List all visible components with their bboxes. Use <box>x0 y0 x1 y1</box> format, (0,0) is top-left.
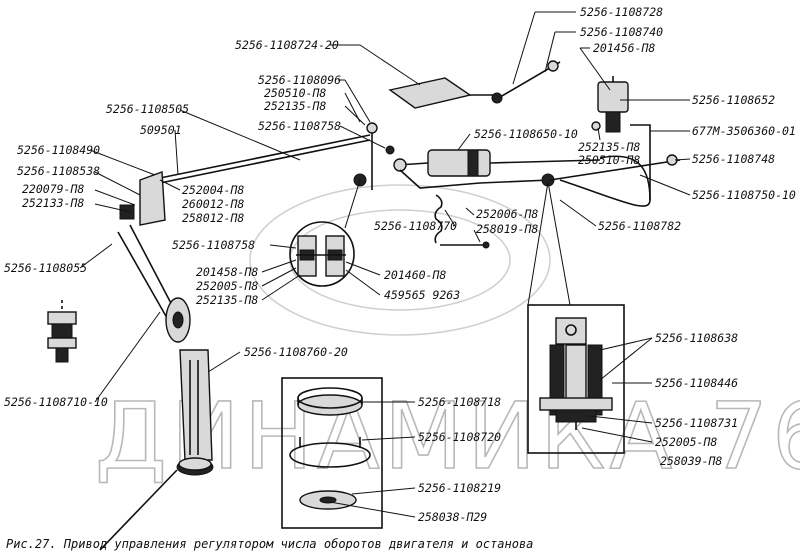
label-201460: 201460-П8 <box>384 268 446 282</box>
lower-lever <box>399 154 681 189</box>
label-5256-1108740: 5256-1108740 <box>580 25 663 39</box>
label-252133: 252133-П8 <box>22 196 84 210</box>
label-5256-1108446: 5256-1108446 <box>655 376 738 390</box>
label-5256-1108718: 5256-1108718 <box>418 395 501 409</box>
label-677m: 677М-3506360-01 <box>692 124 796 138</box>
label-459565: 459565 9263 <box>384 288 460 302</box>
pull-handle <box>491 60 561 104</box>
bracket-pedal-bracket <box>388 77 500 109</box>
main-rod <box>159 134 371 184</box>
label-5256-1108490: 5256-1108490 <box>17 143 100 157</box>
label-252005-b: 252005-П8 <box>655 435 717 449</box>
label-5256-1108720: 5256-1108720 <box>418 430 501 444</box>
label-509501: 509501 <box>140 123 182 137</box>
label-258038: 258038-П29 <box>418 510 487 524</box>
label-5256-1108750-10: 5256-1108750-10 <box>692 188 796 202</box>
upper-vertical-link <box>353 122 395 190</box>
label-5256-1108219: 5256-1108219 <box>418 481 501 495</box>
label-5256-1108760-20: 5256-1108760-20 <box>244 345 348 359</box>
label-252135-a: 252135-П8 <box>264 99 326 113</box>
stop-cylinder <box>393 149 601 177</box>
label-5256-1108770: 5256-1108770 <box>374 219 457 233</box>
label-252135-b: 252135-П8 <box>578 140 640 154</box>
label-258039: 258039-П8 <box>660 454 722 468</box>
label-252006: 252006-П8 <box>476 207 538 221</box>
label-252005-a: 252005-П8 <box>196 279 258 293</box>
bolt-clamp-detail <box>289 179 361 287</box>
lever-pivot <box>165 297 191 343</box>
label-252004: 252004-П8 <box>182 183 244 197</box>
label-252135-c: 252135-П8 <box>196 293 258 307</box>
label-5256-1108096: 5256-1108096 <box>258 73 341 87</box>
label-260012: 260012-П8 <box>182 197 244 211</box>
bushing-section-inset <box>527 181 625 454</box>
label-5256-1108782: 5256-1108782 <box>598 219 681 233</box>
valve-assembly <box>591 76 629 133</box>
label-5256-1108758-b: 5256-1108758 <box>172 238 255 252</box>
leader-lines <box>79 11 691 518</box>
label-201458: 201458-П8 <box>196 265 258 279</box>
cable-sheath <box>559 124 651 207</box>
label-5256-1108748: 5256-1108748 <box>692 152 775 166</box>
label-5256-1108638: 5256-1108638 <box>655 331 738 345</box>
label-250510-b: 250510-П8 <box>578 153 640 167</box>
label-5256-1108731: 5256-1108731 <box>655 416 738 430</box>
label-258019: 258019-П8 <box>476 222 538 236</box>
pivot-bushing-detail <box>47 300 77 363</box>
label-5256-1108728: 5256-1108728 <box>580 5 663 19</box>
left-bellcrank <box>117 171 186 333</box>
figure-caption: Рис.27. Привод управления регулятором чи… <box>6 537 533 551</box>
label-5256-1108055: 5256-1108055 <box>4 261 87 275</box>
label-250510-a: 250510-П8 <box>264 86 326 100</box>
label-5256-1108758-a: 5256-1108758 <box>258 119 341 133</box>
label-5256-1108650-10: 5256-1108650-10 <box>474 127 578 141</box>
label-220079: 220079-П8 <box>22 182 84 196</box>
label-5256-1108538: 5256-1108538 <box>17 164 100 178</box>
part-labels: 5256-1108728 5256-1108740 5256-1108724-2… <box>4 5 796 524</box>
label-5256-1108710-10: 5256-1108710-10 <box>4 395 108 409</box>
label-5256-1108652: 5256-1108652 <box>692 93 775 107</box>
return-spring <box>434 194 490 249</box>
label-258012: 258012-П8 <box>182 211 244 225</box>
pedal-bracket <box>99 349 214 551</box>
label-201456: 201456-П8 <box>593 41 655 55</box>
label-5256-1108505: 5256-1108505 <box>106 102 189 116</box>
label-5256-1108724-20: 5256-1108724-20 <box>235 38 339 52</box>
